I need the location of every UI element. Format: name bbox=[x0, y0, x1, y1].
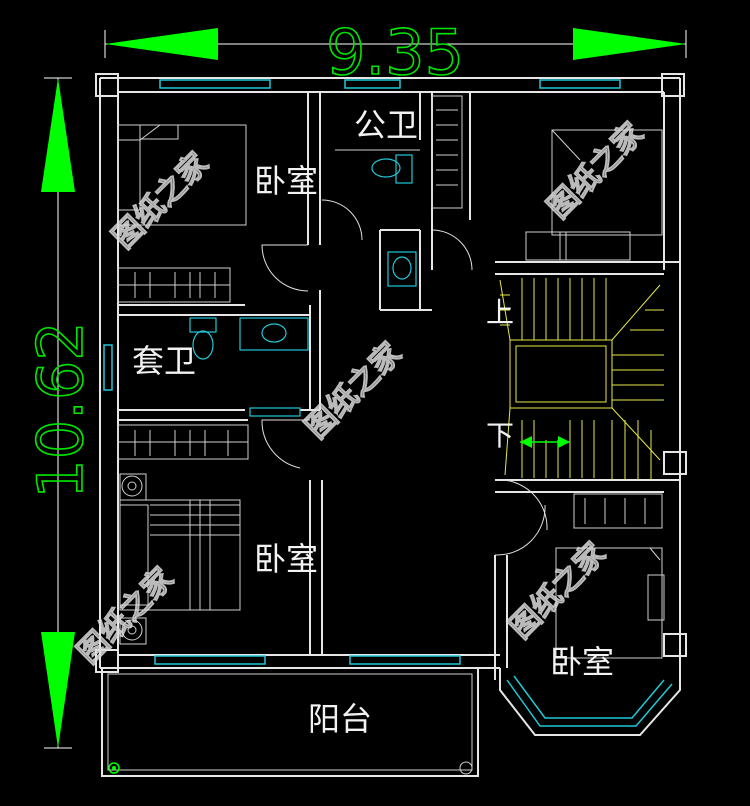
toilet-public-bath bbox=[371, 154, 413, 184]
watermark-1: 图纸之家 bbox=[106, 146, 216, 256]
sink-public-bath bbox=[387, 251, 417, 287]
bay-window bbox=[499, 668, 681, 736]
watermark-3: 图纸之家 bbox=[299, 336, 409, 446]
sink-ensuite bbox=[239, 317, 309, 351]
bed-top-left bbox=[117, 124, 247, 226]
stair-arrow-icon bbox=[558, 436, 570, 448]
room-label-bedroom-top-left: 卧室 bbox=[254, 162, 318, 200]
arrow-up-icon bbox=[41, 78, 75, 192]
stair-up-label: 上 bbox=[486, 296, 514, 329]
room-label-ensuite-bath: 套卫 bbox=[132, 342, 196, 380]
room-labels: 卧室 公卫 套卫 卧室 卧室 阳台 bbox=[132, 106, 614, 738]
wardrobe-top-left bbox=[117, 267, 231, 303]
watermarks: 图纸之家 图纸之家 图纸之家 图纸之家 图纸之家 bbox=[70, 116, 651, 672]
interior-walls bbox=[118, 92, 680, 680]
closet-shelves bbox=[431, 95, 463, 209]
watermark-2: 图纸之家 bbox=[541, 116, 651, 226]
doors bbox=[261, 199, 548, 556]
room-label-public-bath: 公卫 bbox=[354, 106, 418, 144]
arrow-left-icon bbox=[105, 28, 218, 60]
room-label-bedroom-bottom-right: 卧室 bbox=[550, 643, 614, 681]
bed-bottom-right bbox=[555, 547, 665, 659]
bed-top-right bbox=[525, 129, 663, 261]
room-label-bedroom-bottom-left: 卧室 bbox=[254, 540, 318, 578]
vertical-dimension: 10.62 bbox=[23, 77, 98, 749]
balcony bbox=[101, 667, 479, 777]
height-dimension-label: 10.62 bbox=[24, 321, 97, 499]
arrow-right-icon bbox=[573, 28, 686, 60]
watermark-5: 图纸之家 bbox=[503, 536, 613, 646]
windows bbox=[103, 79, 621, 665]
bed-bottom-left bbox=[119, 473, 241, 645]
stair-down-label: 下 bbox=[486, 419, 514, 452]
arrow-down-icon bbox=[41, 632, 75, 748]
staircase: 上 下 bbox=[486, 278, 664, 480]
wardrobe-middle-left bbox=[117, 407, 301, 460]
toilet-ensuite bbox=[189, 317, 217, 360]
room-label-balcony: 阳台 bbox=[308, 700, 372, 738]
wardrobe-bottom-right bbox=[573, 493, 663, 529]
